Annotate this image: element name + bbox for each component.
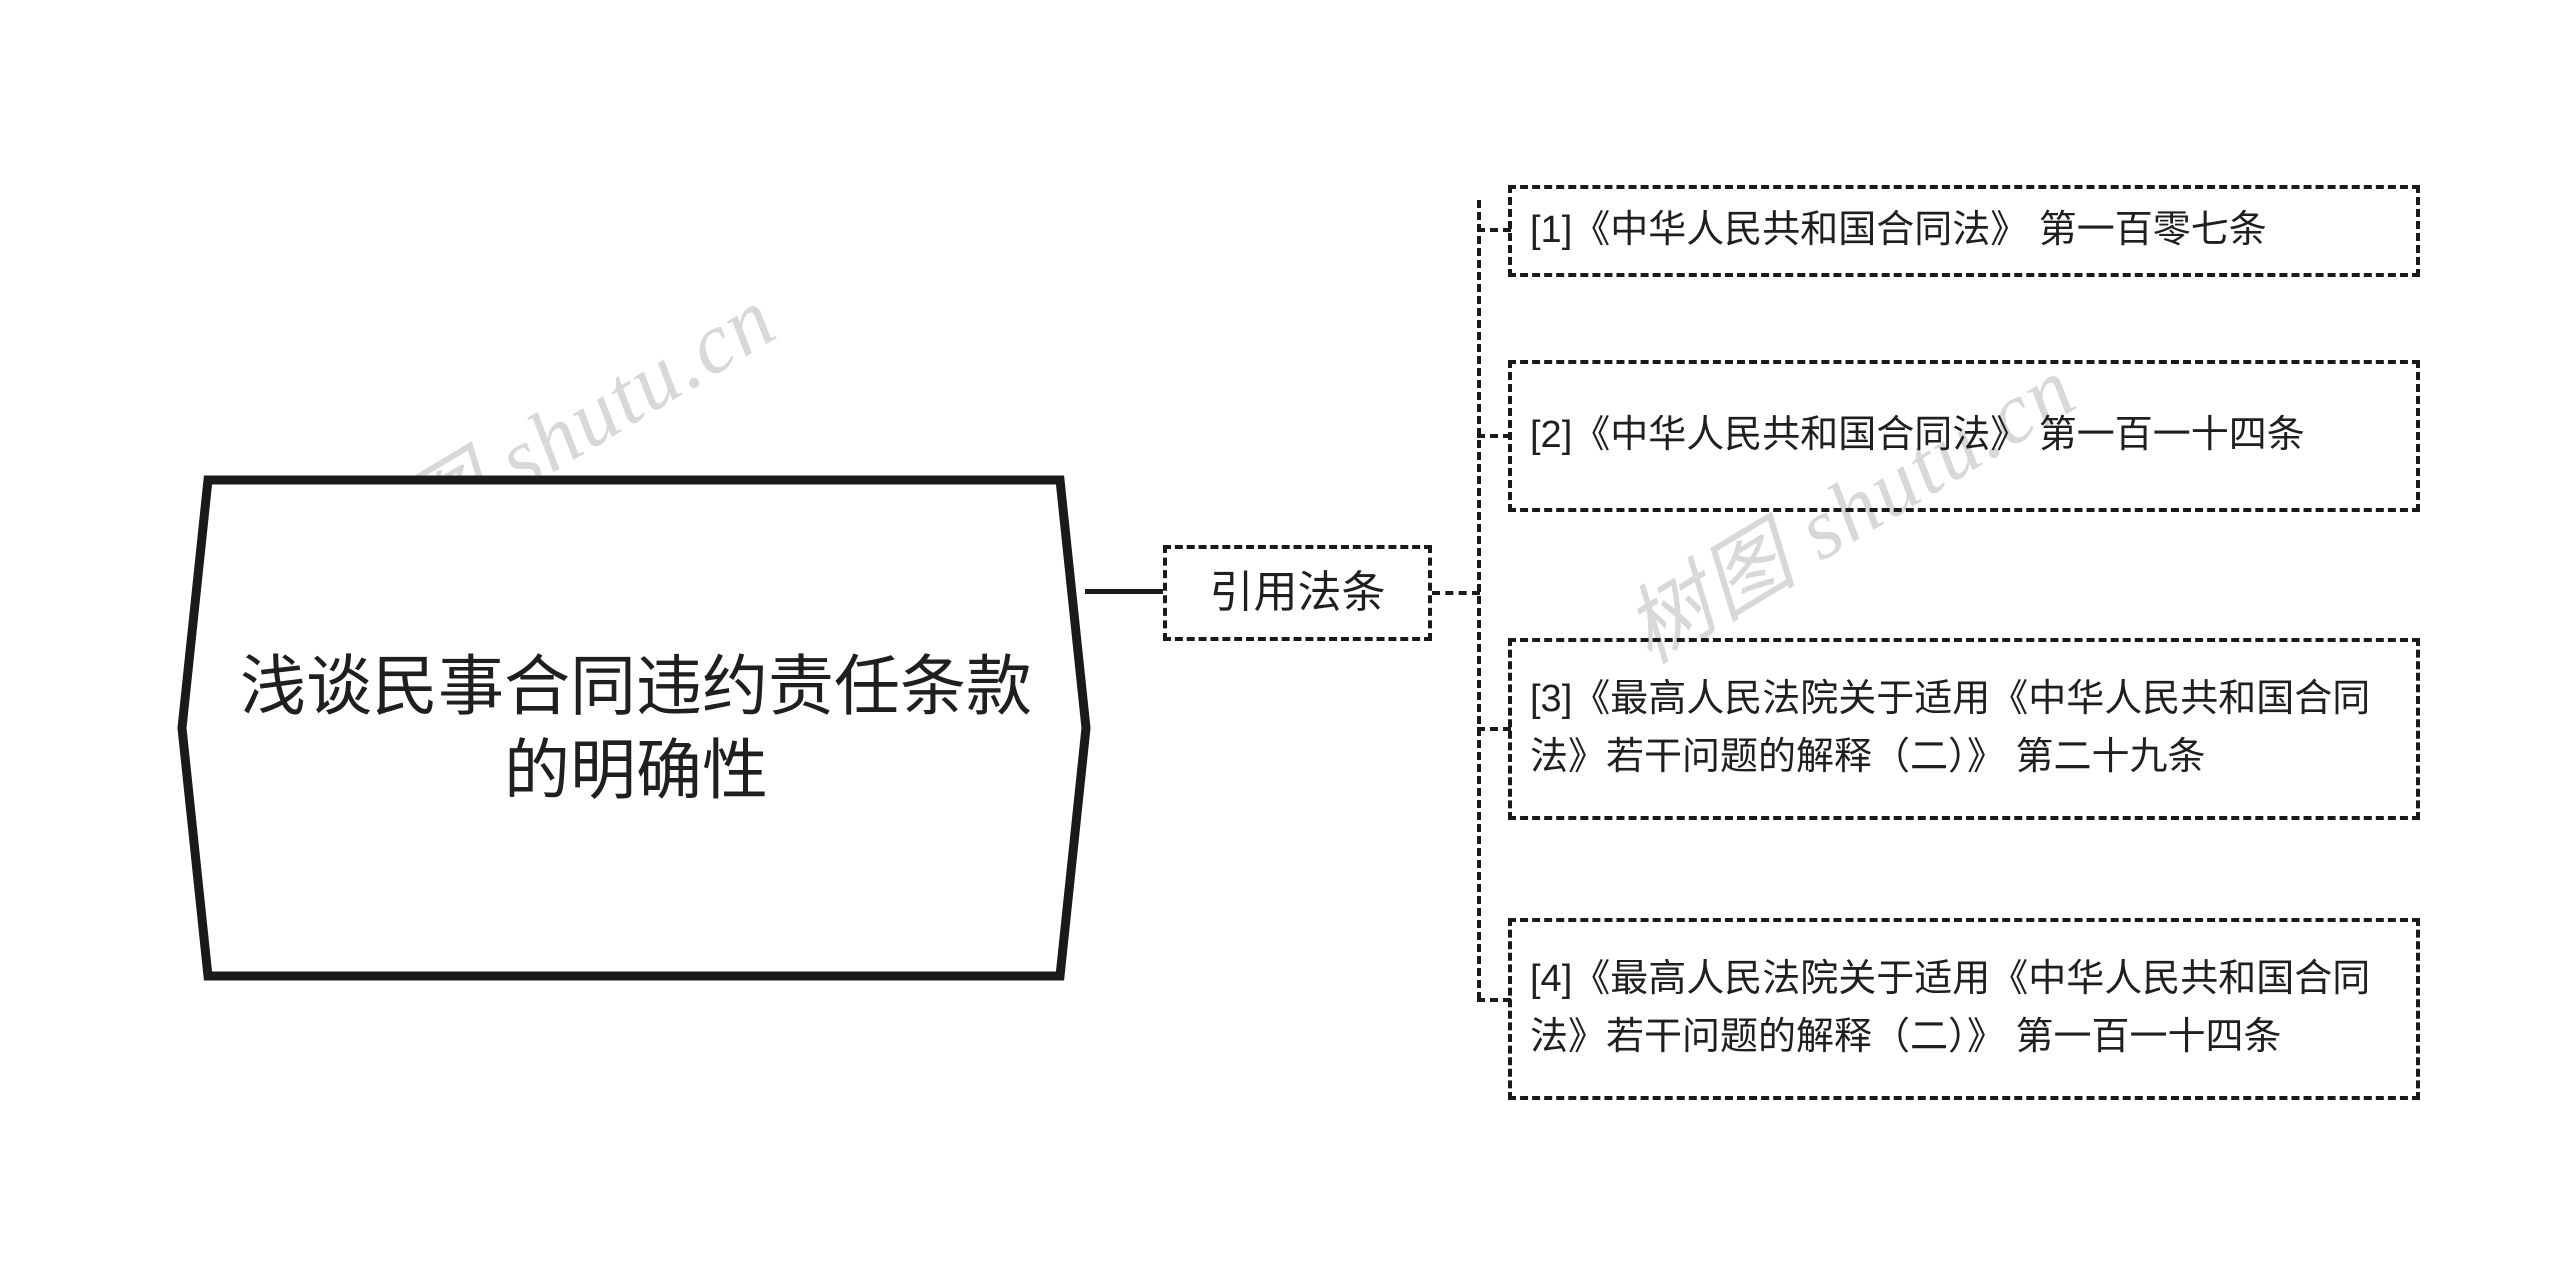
leaf-node-law-2[interactable]: [2]《中华人民共和国合同法》 第一百一十四条 (1508, 360, 2420, 512)
leaf-node-label: [3]《最高人民法院关于适用《中华人民共和国合同法》若干问题的解释（二）》 第二… (1530, 678, 2371, 778)
leaf-node-label: [1]《中华人民共和国合同法》 第一百零七条 (1530, 209, 2267, 252)
connector-stub-leaf-4 (1477, 998, 1511, 1002)
connector-stub-leaf-3 (1477, 727, 1511, 731)
leaf-node-law-1[interactable]: [1]《中华人民共和国合同法》 第一百零七条 (1508, 185, 2420, 277)
connector-stub-leaf-2 (1477, 434, 1511, 438)
leaf-node-label: [2]《中华人民共和国合同法》 第一百一十四条 (1530, 414, 2305, 457)
connector-trunk-vertical (1477, 200, 1481, 1000)
leaf-node-law-3[interactable]: [3]《最高人民法院关于适用《中华人民共和国合同法》若干问题的解释（二）》 第二… (1508, 638, 2420, 820)
branch-node-cited-laws[interactable]: 引用法条 (1163, 545, 1432, 641)
root-node-label: 浅谈民事合同违约责任条款的明确性 (240, 648, 1032, 807)
leaf-node-label: [4]《最高人民法院关于适用《中华人民共和国合同法》若干问题的解释（二）》 第一… (1530, 958, 2371, 1058)
leaf-node-law-4[interactable]: [4]《最高人民法院关于适用《中华人民共和国合同法》若干问题的解释（二）》 第一… (1508, 918, 2420, 1100)
root-node-shape (177, 475, 1091, 981)
connector-branch-to-trunk (1432, 591, 1480, 595)
root-node[interactable]: 浅谈民事合同违约责任条款的明确性 (176, 474, 1092, 982)
connector-stub-leaf-1 (1477, 228, 1511, 232)
branch-node-label: 引用法条 (1209, 568, 1386, 617)
connector-root-to-branch (1085, 589, 1165, 594)
